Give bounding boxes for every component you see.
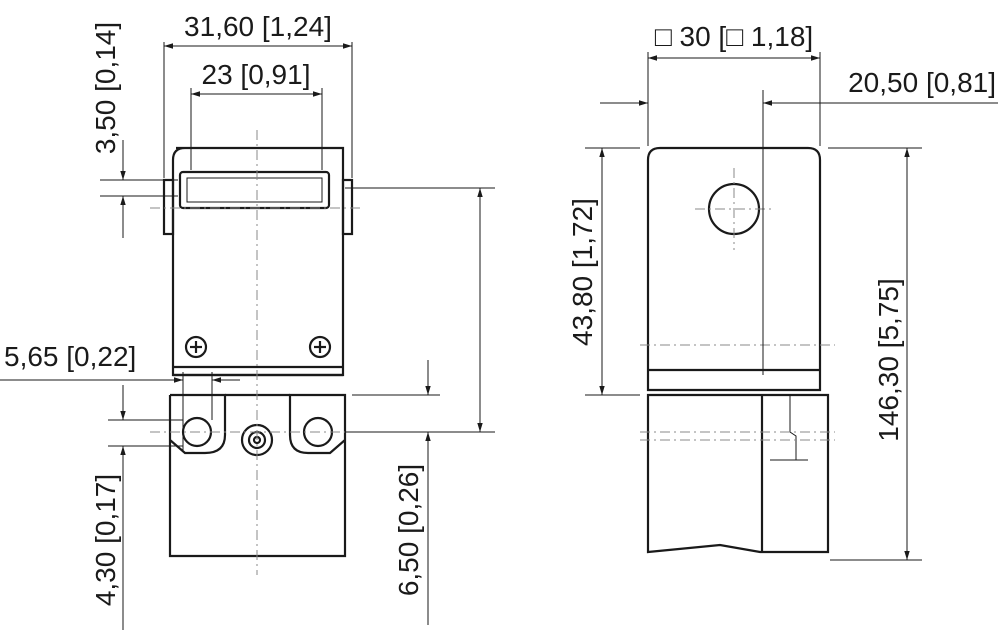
front-head-outline — [171, 146, 345, 377]
front-dimensions: 31,60 [1,24] 23 [0,91] 3,50 [0,14] 5,65 … — [0, 11, 495, 630]
front-left-tab — [162, 178, 175, 236]
dim-side-head-height: 43,80 [1,72] — [567, 198, 598, 346]
side-housing-outline — [646, 393, 830, 554]
dim-front-top-offset: 3,50 [0,14] — [90, 22, 121, 154]
dim-side-axis-offset: 20,50 [0,81] — [848, 67, 996, 98]
side-dimensions: □ 30 [□ 1,18] 20,50 [0,81] 43,80 [1,72] … — [567, 21, 998, 561]
front-slot-inner — [186, 177, 323, 203]
side-clip — [770, 395, 808, 461]
front-housing-outline — [168, 393, 347, 558]
dim-front-hole-spacing: 6,50 [0,26] — [393, 464, 424, 596]
dim-front-side-offset: 5,65 [0,22] — [4, 341, 136, 372]
front-right-tab — [341, 178, 354, 236]
side-view — [640, 146, 835, 554]
dim-front-hole-offset: 4,30 [0,17] — [90, 474, 121, 606]
front-view — [150, 130, 360, 575]
front-screw-left — [184, 335, 208, 359]
dim-side-square: □ 30 [□ 1,18] — [655, 21, 813, 52]
dim-front-width-inner: 23 [0,91] — [202, 59, 311, 90]
dim-side-total-height: 146,30 [5,75] — [873, 278, 904, 441]
dim-front-width-total: 31,60 [1,24] — [184, 11, 332, 42]
front-slot-window — [178, 170, 331, 210]
side-head-outline — [646, 146, 822, 392]
front-screw-right — [308, 335, 332, 359]
